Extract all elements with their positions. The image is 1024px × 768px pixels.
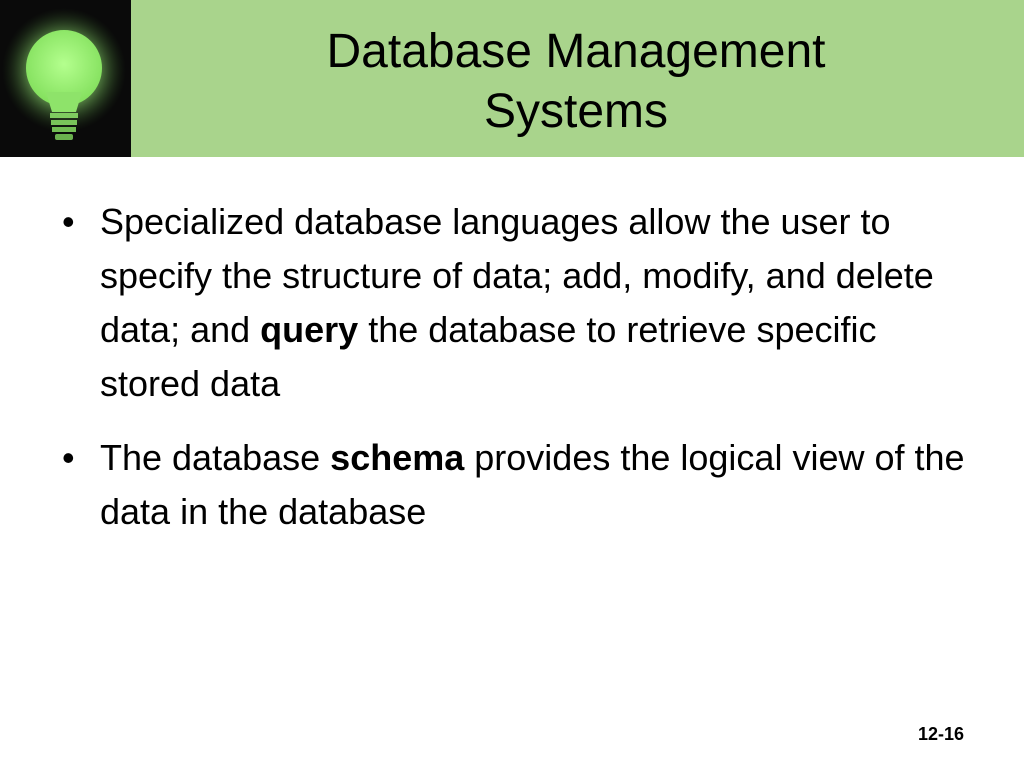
lightbulb-icon — [0, 0, 131, 157]
bullet-text: Specialized database languages allow the… — [100, 201, 934, 350]
slide-title: Database Management Systems — [150, 22, 1002, 142]
bullet-keyword: schema — [330, 437, 465, 478]
bullet-dot-icon: • — [62, 437, 75, 478]
bullet-item: • Specialized database languages allow th… — [56, 195, 986, 411]
bullet-list: • Specialized database languages allow th… — [56, 195, 986, 559]
bullet-text: The database — [100, 437, 331, 478]
bullet-text: provides the logical view of the data in… — [100, 437, 965, 532]
bullet-dot-icon: • — [62, 201, 75, 242]
bullet-item: • The database schema provides the logica… — [56, 431, 986, 539]
slide-title-line-1: Database Management — [326, 25, 826, 78]
slide-title-line-2: Systems — [483, 85, 669, 138]
bullet-text: the database to retrieve specific stored… — [100, 309, 877, 404]
page-number: 12-16 — [917, 724, 964, 744]
bullet-keyword: query — [260, 309, 359, 350]
header-band — [0, 0, 1024, 157]
